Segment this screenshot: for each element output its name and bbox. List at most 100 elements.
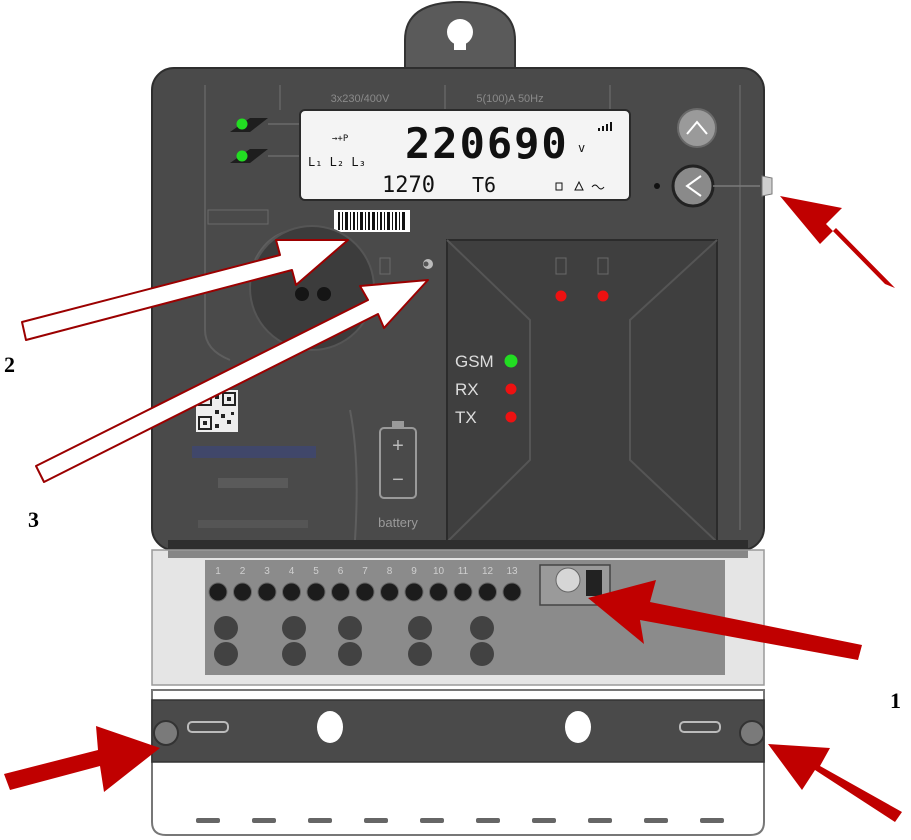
terminal-number: 10 bbox=[433, 566, 445, 577]
module-led-red-1 bbox=[555, 290, 567, 302]
terminal-screw bbox=[502, 582, 522, 602]
terminal-number: 8 bbox=[387, 566, 393, 577]
vent-slot bbox=[532, 818, 556, 823]
lcd-wave-icon bbox=[591, 184, 605, 190]
lcd-main-value: 220690 bbox=[405, 119, 569, 168]
terminal-screw bbox=[453, 582, 473, 602]
lcd-warning-icon bbox=[574, 180, 584, 191]
model-plate bbox=[207, 209, 269, 225]
red-arrow-neutral bbox=[588, 580, 862, 660]
right-bottom-seal-screw bbox=[739, 720, 765, 746]
terminal-number: 5 bbox=[313, 566, 319, 577]
terminal-5: 5 bbox=[306, 566, 326, 602]
chevron-up-icon bbox=[686, 120, 708, 135]
chevron-left-icon bbox=[685, 175, 702, 197]
terminal-screw bbox=[478, 582, 497, 602]
lcd-arrow-indicator: →+P bbox=[332, 134, 349, 144]
terminal-screw bbox=[208, 582, 228, 602]
rx-label: RX bbox=[455, 380, 479, 399]
terminal-11: 11 bbox=[453, 566, 473, 602]
lcd-secondary-value: 1270 bbox=[382, 173, 435, 198]
sensor-window bbox=[379, 257, 391, 275]
up-button[interactable] bbox=[677, 108, 717, 148]
left-seal-wire-loop bbox=[187, 721, 229, 733]
terminal-6: 6 bbox=[331, 566, 350, 602]
terminal-hole bbox=[470, 616, 494, 640]
terminal-hole bbox=[282, 642, 306, 666]
molded-lines bbox=[204, 85, 741, 541]
terminal-number: 1 bbox=[215, 566, 221, 577]
terminal-screw bbox=[282, 582, 301, 602]
red-arrow-seal-left bbox=[4, 726, 160, 792]
seal-hole bbox=[654, 183, 660, 189]
terminal-screw bbox=[331, 582, 350, 602]
bracket-slot-right bbox=[565, 711, 591, 743]
terminal-number: 12 bbox=[482, 566, 494, 577]
terminal-13: 13 bbox=[502, 566, 522, 602]
terminal-number: 13 bbox=[506, 566, 518, 577]
outline-arrow-3 bbox=[35, 279, 429, 483]
terminal-3: 3 bbox=[257, 566, 277, 602]
terminal-screw bbox=[355, 582, 375, 602]
vent-slot bbox=[644, 818, 668, 823]
terminal-number: 4 bbox=[289, 566, 295, 577]
battery-minus-icon: − bbox=[392, 469, 404, 491]
battery-label: battery bbox=[378, 515, 418, 530]
lcd-unit: v bbox=[578, 141, 585, 155]
current-rating: 5(100)A 50Hz bbox=[476, 93, 543, 105]
vent-slot bbox=[420, 818, 444, 823]
terminal-screw bbox=[404, 582, 424, 602]
pulse-led-2 bbox=[230, 149, 268, 163]
terminal-12: 12 bbox=[478, 566, 497, 602]
callout-1: 1 bbox=[890, 688, 901, 713]
gsm-led bbox=[504, 354, 518, 368]
terminal-hole bbox=[408, 642, 432, 666]
terminal-2: 2 bbox=[233, 566, 252, 602]
vent-slot bbox=[364, 818, 388, 823]
tx-led bbox=[505, 411, 517, 423]
rx-led bbox=[505, 383, 517, 395]
vent-slot bbox=[476, 818, 500, 823]
terminal-hole bbox=[408, 616, 432, 640]
callout-2: 2 bbox=[4, 352, 15, 377]
terminal-4: 4 bbox=[282, 566, 301, 602]
bracket-slot-left bbox=[317, 711, 343, 743]
terminal-1: 1 bbox=[208, 566, 228, 602]
bracket-vent-slots bbox=[196, 818, 724, 823]
terminal-10: 10 bbox=[429, 566, 448, 602]
terminal-hole bbox=[214, 616, 238, 640]
terminal-number: 6 bbox=[338, 566, 344, 577]
terminal-hole bbox=[214, 642, 238, 666]
terminal-number: 9 bbox=[411, 566, 417, 577]
red-arrow-seal-bottom-right bbox=[768, 744, 902, 822]
magnetic-sensor-dot bbox=[423, 261, 429, 267]
terminal-9: 9 bbox=[404, 566, 424, 602]
optical-port-lens-2 bbox=[317, 287, 331, 301]
lcd-tariff: T6 bbox=[472, 173, 496, 197]
module-led-red-2 bbox=[597, 290, 609, 302]
bracket-plate bbox=[151, 699, 765, 763]
barcode-sticker bbox=[334, 210, 410, 232]
vent-slot bbox=[588, 818, 612, 823]
voltage-rating: 3x230/400V bbox=[331, 93, 390, 105]
terminal-hole bbox=[338, 642, 362, 666]
battery-plus-icon: + bbox=[392, 435, 404, 457]
gsm-module-cover bbox=[446, 239, 718, 543]
terminal-number: 11 bbox=[458, 566, 469, 577]
terminal-number: 2 bbox=[240, 566, 246, 577]
terminal-number: 3 bbox=[264, 566, 270, 577]
neutral-screw bbox=[555, 567, 581, 593]
scroll-button[interactable] bbox=[671, 164, 715, 208]
outline-arrow-2 bbox=[21, 239, 349, 341]
terminal-screw bbox=[380, 582, 399, 602]
terminal-screw bbox=[257, 582, 277, 602]
serial-label bbox=[198, 520, 308, 528]
vent-slot bbox=[252, 818, 276, 823]
vent-slot bbox=[700, 818, 724, 823]
tx-label: TX bbox=[455, 408, 477, 427]
lcd-lock-icon bbox=[555, 182, 563, 191]
battery-compartment: + − battery bbox=[378, 421, 418, 530]
lcd-phases: L₁ L₂ L₃ bbox=[308, 155, 366, 169]
